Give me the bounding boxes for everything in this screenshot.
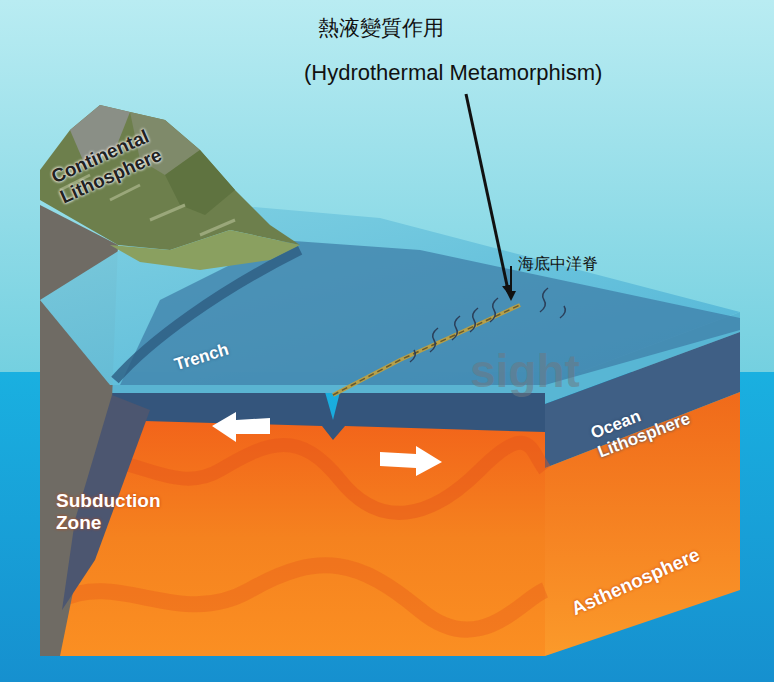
callout-title-en: (Hydrothermal Metamorphism) [304, 60, 602, 85]
callout-title-zh: 熱液變質作用 [318, 16, 444, 40]
ridge-label: 海底中洋脊 [518, 255, 598, 273]
watermark: sight [470, 345, 580, 398]
region-label: Subduction Zone [56, 490, 176, 534]
